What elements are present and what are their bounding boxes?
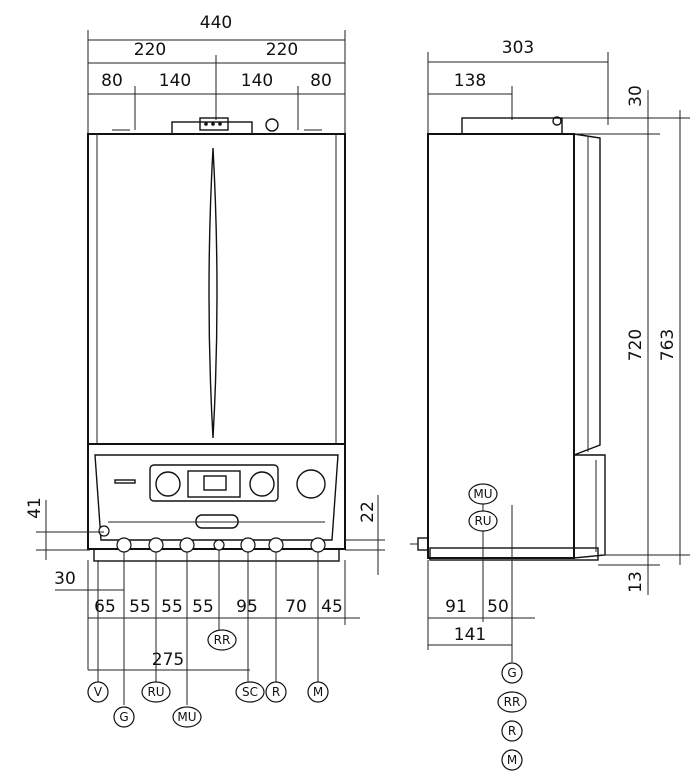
- dim-side-91: 91: [445, 597, 467, 617]
- dim-side-50: 50: [487, 597, 509, 617]
- dim-front-top-1: 80: [101, 71, 123, 91]
- top-flue-fitting: [171, 121, 253, 135]
- dim-front-top-2: 140: [159, 71, 191, 91]
- dim-side-13: 13: [626, 571, 646, 593]
- front-view: [36, 30, 385, 705]
- dim-bottom-7: 45: [321, 597, 343, 617]
- conn-label-m: M: [313, 685, 323, 699]
- dim-front-half-right: 220: [266, 40, 298, 60]
- dim-bottom-4: 55: [192, 597, 214, 617]
- conn-label-v: V: [94, 685, 103, 699]
- dim-bottom-5: 95: [236, 597, 258, 617]
- dim-front-22: 22: [358, 501, 378, 523]
- dim-side-30: 30: [626, 85, 646, 107]
- dim-side-138: 138: [454, 71, 486, 91]
- conn-label-r: R: [272, 685, 280, 699]
- side-conn-m: M: [507, 753, 517, 767]
- conn-label-ru: RU: [147, 685, 164, 699]
- dim-side-141: 141: [454, 625, 486, 645]
- dim-bottom-6: 70: [285, 597, 307, 617]
- conn-label-mu: MU: [177, 710, 196, 724]
- conn-label-sc: SC: [242, 685, 258, 699]
- side-view: [410, 52, 690, 662]
- dim-bottom-3: 55: [161, 597, 183, 617]
- dim-front-41: 41: [25, 497, 45, 519]
- side-conn-g: G: [507, 666, 516, 680]
- dim-bottom-2: 55: [129, 597, 151, 617]
- side-connection-labels: MU RU G RR R M: [468, 483, 527, 771]
- side-conn-r: R: [508, 724, 516, 738]
- dim-side-depth: 303: [502, 38, 534, 58]
- dim-front-half-left: 220: [134, 40, 166, 60]
- side-conn-rr: RR: [504, 695, 521, 709]
- side-conn-ru: RU: [474, 514, 491, 528]
- dim-front-30: 30: [54, 569, 76, 589]
- front-handle: [208, 147, 218, 439]
- pressure-gauge: [296, 469, 326, 499]
- side-top-fitting: [461, 117, 563, 135]
- dim-bottom-1: 65: [94, 597, 116, 617]
- dim-front-top-3: 140: [241, 71, 273, 91]
- conn-label-g: G: [119, 710, 128, 724]
- dim-front-top-4: 80: [310, 71, 332, 91]
- side-conn-mu: MU: [473, 487, 492, 501]
- dim-side-763: 763: [658, 329, 678, 361]
- dim-front-width: 440: [200, 13, 232, 33]
- side-casing: [427, 133, 575, 559]
- dim-bottom-275: 275: [152, 650, 184, 670]
- conn-label-rr: RR: [214, 633, 231, 647]
- front-connection-labels: V G RU MU RR SC R M: [87, 629, 329, 728]
- dim-side-720: 720: [626, 329, 646, 361]
